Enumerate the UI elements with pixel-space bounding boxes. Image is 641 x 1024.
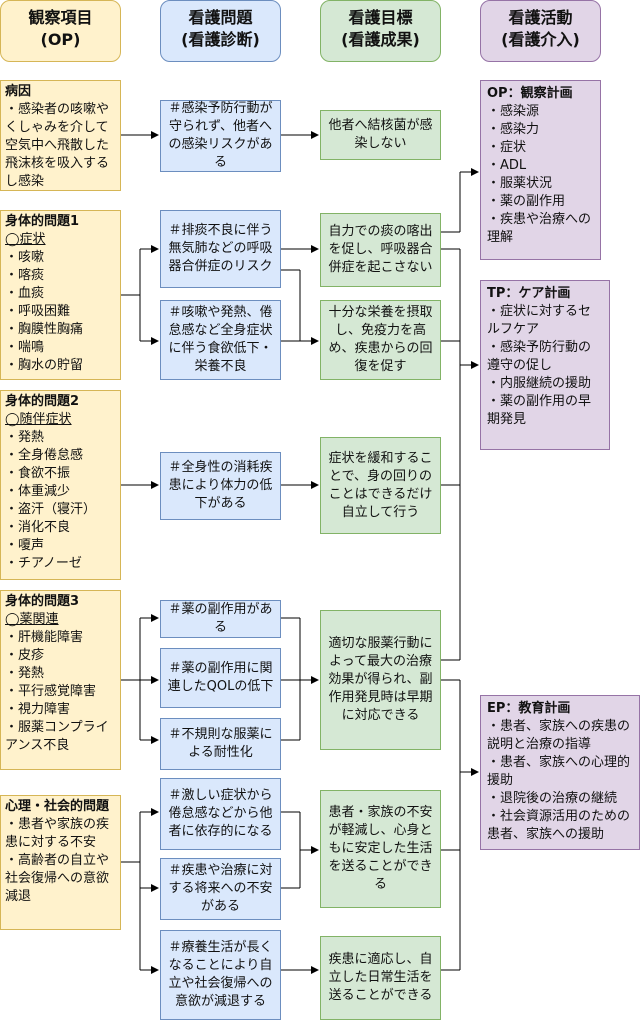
observation-line: ・消化不良 — [5, 520, 71, 535]
activity-line: ・薬の副作用 — [487, 194, 566, 209]
observation-line: ・体重減少 — [5, 484, 71, 499]
observation-subtitle: ◯薬関連 — [5, 612, 59, 627]
activity-title: OP：観察計画 — [487, 86, 573, 101]
observation-physical-2: 身体的問題2 ◯随伴症状 ・発熱 ・全身倦怠感 ・食欲不振 ・体重減少 ・盗汗（… — [0, 390, 121, 580]
goal-no-complications: 自力での痰の喀出を促し、呼吸器合併症を起こさない — [320, 213, 441, 287]
observation-line: ・発熱 — [5, 430, 45, 445]
problem-qol-decline: ＃薬の副作用に関連したQOLの低下 — [160, 648, 281, 708]
observation-line: ・チアノーゼ — [5, 556, 82, 571]
activity-line: ・患者、家族への疾患の説明と治療の指導 — [487, 719, 631, 752]
activity-line: ・症状に対するセルフケア — [487, 304, 592, 337]
problem-drug-resistance: ＃不規則な服薬による耐性化 — [160, 718, 281, 770]
observation-line: ・患者や家族の疾患に対する不安 — [5, 817, 110, 850]
observation-title: 心理・社会的問題 — [5, 799, 110, 814]
observation-physical-3: 身体的問題3 ◯薬関連 ・肝機能障害 ・皮疹 ・発熱 ・平行感覚障害 ・視力障害… — [0, 590, 121, 770]
observation-line: ・喘鳴 — [5, 340, 45, 355]
observation-line: ・平行感覚障害 — [5, 684, 97, 699]
problem-infection-risk: ＃感染予防行動が守られず、他者への感染リスクがある — [160, 100, 281, 172]
activity-line: ・薬の副作用の早期発見 — [487, 394, 592, 427]
observation-line: ・発熱 — [5, 666, 45, 681]
activity-care-plan: TP：ケア計画 ・症状に対するセルフケア ・感染予防行動の遵守の促し ・内服継続… — [480, 280, 610, 450]
observation-title: 身体的問題3 — [5, 594, 80, 609]
activity-title: TP：ケア計画 — [487, 286, 571, 301]
header-activity: 看護活動 (看護介入) — [480, 0, 601, 62]
activity-education-plan: EP：教育計画 ・患者、家族への疾患の説明と治療の指導 ・患者、家族への心理的援… — [480, 695, 640, 850]
problem-dependency: ＃激しい症状から倦怠感などから他者に依存的になる — [160, 778, 281, 850]
activity-observation-plan: OP：観察計画 ・感染源 ・感染力 ・症状 ・ADL ・服薬状況 ・薬の副作用 … — [480, 80, 601, 260]
goal-no-infection: 他者へ結核菌が感染しない — [320, 110, 441, 160]
observation-line: ・喀痰 — [5, 268, 45, 283]
problem-malnutrition: ＃咳嗽や発熱、倦怠感など全身症状に伴う食欲低下・栄養不良 — [160, 300, 281, 380]
observation-line: ・食欲不振 — [5, 466, 71, 481]
activity-line: ・内服継続の援助 — [487, 376, 592, 391]
observation-line: ・全身倦怠感 — [5, 448, 84, 463]
observation-title: 身体的問題1 — [5, 214, 80, 229]
problem-atelectasis-risk: ＃排痰不良に伴う無気肺などの呼吸器合併症のリスク — [160, 210, 281, 288]
observation-line: ・咳嗽 — [5, 250, 45, 265]
activity-line: ・感染力 — [487, 122, 540, 137]
goal-stable-life: 患者・家族の不安が軽減し、心身ともに安定した生活を送ることができる — [320, 790, 441, 908]
observation-line: ・感染者の咳嗽やくしゃみを介して空気中へ飛散した飛沫核を吸入するし感染 — [5, 102, 110, 189]
header-problem: 看護問題 (看護診断) — [160, 0, 281, 62]
goal-independent-life: 疾患に適応し、自立した日常生活を送ることができる — [320, 936, 441, 1020]
observation-line: ・高齢者の自立や社会復帰への意欲減退 — [5, 853, 110, 904]
observation-subtitle: ◯症状 — [5, 232, 46, 247]
goal-medication-adherence: 適切な服薬行動によって最大の治療効果が得られ、副作用発見時は早期に対応できる — [320, 610, 441, 750]
observation-physical-1: 身体的問題1 ◯症状 ・咳嗽 ・喀痰 ・血痰 ・呼吸困難 ・胸膜性胸痛 ・喘鳴 … — [0, 210, 121, 380]
header-observation: 観察項目 (OP) — [0, 0, 121, 62]
activity-title: EP：教育計画 — [487, 701, 571, 716]
activity-line: ・感染源 — [487, 104, 540, 119]
activity-line: ・症状 — [487, 140, 527, 155]
activity-line: ・退院後の治療の継続 — [487, 791, 618, 806]
observation-line: ・服薬コンプライアンス不良 — [5, 720, 109, 753]
observation-line: ・呼吸困難 — [5, 304, 71, 319]
observation-psychosocial: 心理・社会的問題 ・患者や家族の疾患に対する不安 ・高齢者の自立や社会復帰への意… — [0, 795, 121, 930]
activity-line: ・社会資源活用のための患者、家族への援助 — [487, 809, 631, 842]
goal-self-reliance: 症状を緩和することで、身の回りのことはできるだけ自立して行う — [320, 437, 441, 534]
observation-line: ・嗄声 — [5, 538, 45, 553]
activity-line: ・服薬状況 — [487, 176, 553, 191]
observation-line: ・胸水の貯留 — [5, 358, 84, 373]
observation-line: ・皮疹 — [5, 648, 45, 663]
activity-line: ・ADL — [487, 158, 527, 173]
observation-subtitle: ◯随伴症状 — [5, 412, 72, 427]
problem-stamina-loss: ＃全身性の消耗疾患により体力の低下がある — [160, 452, 281, 520]
header-goal: 看護目標 (看護成果) — [320, 0, 441, 62]
problem-side-effects: ＃薬の副作用がある — [160, 600, 281, 638]
goal-nutrition: 十分な栄養を摂取し、免疫力を高め、疾患からの回復を促す — [320, 300, 441, 380]
problem-future-anxiety: ＃疾患や治療に対する将来への不安がある — [160, 858, 281, 920]
problem-motivation-decline: ＃療養生活が長くなることにより自立や社会復帰への意欲が減退する — [160, 930, 281, 1020]
observation-line: ・血痰 — [5, 286, 45, 301]
observation-title: 病因 — [5, 84, 32, 99]
observation-line: ・視力障害 — [5, 702, 71, 717]
observation-etiology: 病因 ・感染者の咳嗽やくしゃみを介して空気中へ飛散した飛沫核を吸入するし感染 — [0, 80, 121, 191]
observation-line: ・胸膜性胸痛 — [5, 322, 84, 337]
activity-line: ・疾患や治療への理解 — [487, 212, 592, 245]
observation-line: ・肝機能障害 — [5, 630, 84, 645]
observation-title: 身体的問題2 — [5, 394, 80, 409]
activity-line: ・感染予防行動の遵守の促し — [487, 340, 592, 373]
activity-line: ・患者、家族への心理的援助 — [487, 755, 631, 788]
observation-line: ・盗汗（寝汗） — [5, 502, 97, 517]
